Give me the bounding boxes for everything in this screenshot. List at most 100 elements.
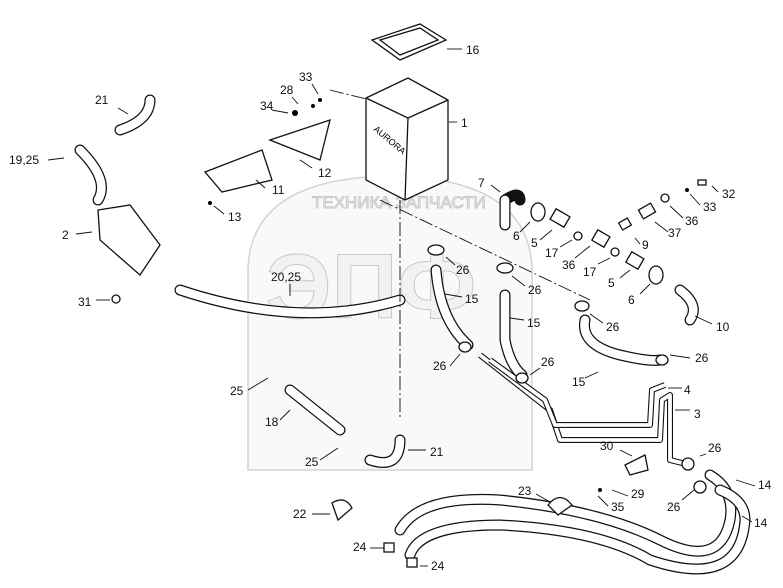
callout-leader <box>490 184 501 193</box>
callout-label: 26 <box>456 263 470 277</box>
callout-leader <box>694 315 713 325</box>
callout-label: 14 <box>758 478 772 492</box>
callout-label: 25 <box>305 455 319 469</box>
callout-label: 26 <box>708 441 722 455</box>
callout-label: 17 <box>583 265 597 279</box>
callout-label: 35 <box>611 500 625 514</box>
hoses-14 <box>394 469 751 575</box>
callout-label: 34 <box>260 99 274 113</box>
callout-label: 26 <box>695 351 709 365</box>
callout-leader <box>509 317 525 321</box>
callout-label: 7 <box>478 176 485 190</box>
hoses-15 <box>430 189 699 381</box>
callout-leader <box>255 179 266 189</box>
callout-leader <box>117 107 129 115</box>
callout-label: 5 <box>608 276 615 290</box>
callout-leader <box>511 275 526 287</box>
callout-leader <box>559 239 573 248</box>
callout-label: 4 <box>684 383 691 397</box>
bracket-11 <box>203 149 273 193</box>
callout-label: 15 <box>465 292 479 306</box>
callout-leader <box>574 245 591 259</box>
callout-label: 17 <box>545 246 559 260</box>
callout-leader <box>47 157 65 161</box>
callout-leader <box>529 367 541 376</box>
callout-label: 15 <box>527 316 541 330</box>
callout-label: 21 <box>95 93 109 107</box>
callout-leader <box>311 83 319 95</box>
callout-leader <box>519 221 531 233</box>
tank-1: AURORA <box>365 77 449 201</box>
callout-label: 26 <box>606 320 620 334</box>
callout-label: 26 <box>667 500 681 514</box>
callout-label: 2 <box>62 228 69 242</box>
callout-label: 22 <box>293 507 307 521</box>
callout-label: 29 <box>631 487 645 501</box>
callout-label: 10 <box>716 320 730 334</box>
callout-leader <box>597 257 611 265</box>
callout-leader <box>711 185 719 193</box>
callout-leader <box>699 453 707 457</box>
callout-label: 24 <box>431 559 445 573</box>
callout-label: 24 <box>353 540 367 554</box>
callout-label: 21 <box>430 445 444 459</box>
callout-leader <box>247 377 269 391</box>
callout-label: 1 <box>461 116 468 130</box>
callout-label: 11 <box>272 183 285 197</box>
fittings <box>111 98 707 568</box>
callout-label: 20,25 <box>271 270 301 284</box>
callout-label: 33 <box>299 70 313 84</box>
callout-label: 25 <box>230 384 244 398</box>
callout-label: 30 <box>600 439 614 453</box>
callout-leader <box>299 159 313 169</box>
housing-2 <box>97 204 161 276</box>
callout-leader <box>634 237 641 245</box>
callout-leader <box>669 205 684 219</box>
callout-leader <box>669 354 691 359</box>
callout-leader <box>639 283 651 295</box>
callout-label: 14 <box>754 516 768 530</box>
callout-label: 36 <box>685 214 699 228</box>
callout-label: 28 <box>280 83 294 97</box>
callout-label: 9 <box>642 238 649 252</box>
callout-label: 23 <box>518 484 532 498</box>
callout-label: 26 <box>528 283 542 297</box>
watermark-text: ТЕХНИКА ЗАПЧАСТИ <box>312 193 486 212</box>
callout-label: 15 <box>572 375 586 389</box>
callout-label: 6 <box>513 229 520 243</box>
callout-leader <box>654 221 669 233</box>
callout-label: 19,25 <box>9 153 39 167</box>
callout-leader <box>319 447 339 461</box>
callout-leader <box>444 293 463 298</box>
callout-label: 32 <box>722 187 736 201</box>
callout-leader <box>619 449 633 457</box>
callout-leader <box>539 229 553 241</box>
callout-leader <box>611 489 629 497</box>
callout-label: 3 <box>694 407 701 421</box>
callout-leader <box>584 371 599 379</box>
callout-leader <box>689 193 701 206</box>
callout-leader <box>279 409 291 421</box>
callout-leader <box>597 495 609 507</box>
callout-leader <box>445 256 456 266</box>
callout-leader <box>449 353 461 367</box>
watermark: ТЕХНИКА ЗАПЧАСТИ ЭПФ <box>247 175 533 471</box>
callout-leader <box>735 479 756 487</box>
callout-label: 13 <box>228 210 242 224</box>
callout-leader <box>681 489 695 501</box>
callout-leader <box>213 205 225 215</box>
tubes-3-4 <box>478 352 691 468</box>
callout-leader <box>271 109 289 114</box>
callout-leader <box>619 269 631 279</box>
callout-leader <box>589 313 604 324</box>
callout-label: 33 <box>703 200 717 214</box>
callout-leader <box>535 493 551 503</box>
callout-label: 31 <box>78 295 92 309</box>
callout-label: 18 <box>265 415 279 429</box>
callout-leader <box>291 96 299 105</box>
callout-label: 12 <box>318 166 332 180</box>
bracket-12 <box>268 119 331 161</box>
